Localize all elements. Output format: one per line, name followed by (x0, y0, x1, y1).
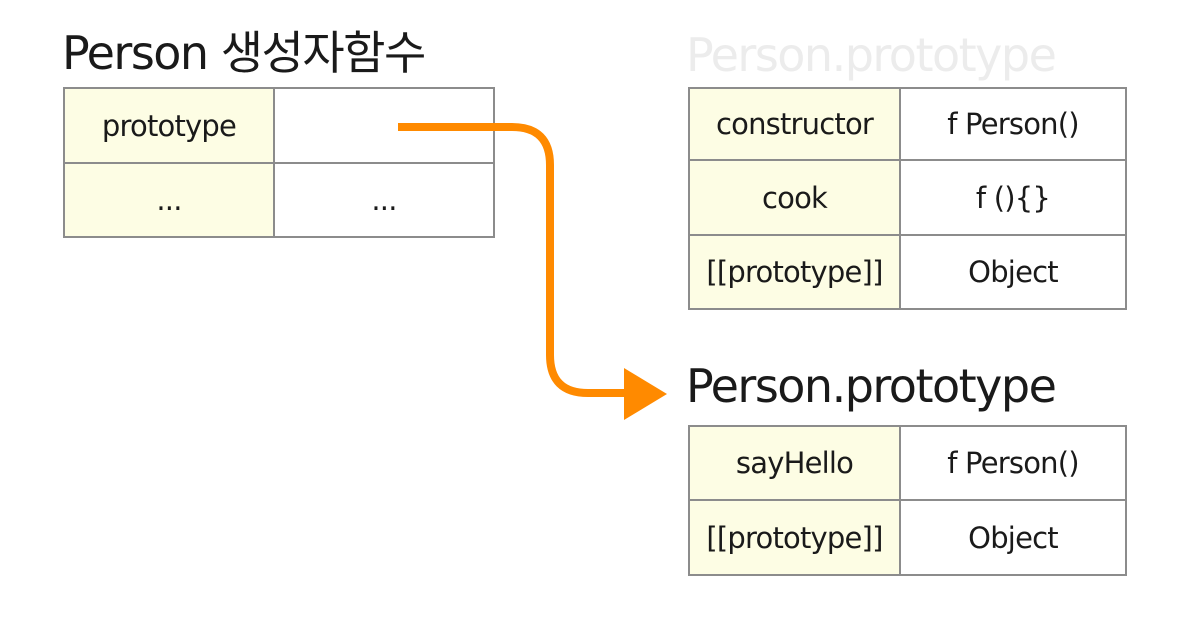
constructor-block-title: Person 생성자함수 (62, 26, 426, 80)
new-proto-link-value: Object (899, 499, 1127, 576)
old-proto-link-key: [[prototype]] (688, 234, 901, 310)
old-prototype-title: Person.prototype (686, 28, 1057, 82)
old-constructor-value: f Person() (899, 87, 1127, 161)
new-prototype-title: Person.prototype (686, 359, 1057, 413)
old-constructor-key: constructor (688, 87, 901, 161)
new-sayhello-key: sayHello (688, 425, 901, 501)
arrow-head (624, 368, 667, 420)
constructor-prototype-key: prototype (63, 87, 275, 164)
old-proto-link-value: Object (899, 234, 1127, 310)
constructor-ellipsis-value: ... (273, 162, 495, 238)
constructor-ellipsis-key: ... (63, 162, 275, 238)
arrow-line (398, 123, 628, 397)
old-cook-value: f (){} (899, 159, 1127, 236)
new-proto-link-key: [[prototype]] (688, 499, 901, 576)
